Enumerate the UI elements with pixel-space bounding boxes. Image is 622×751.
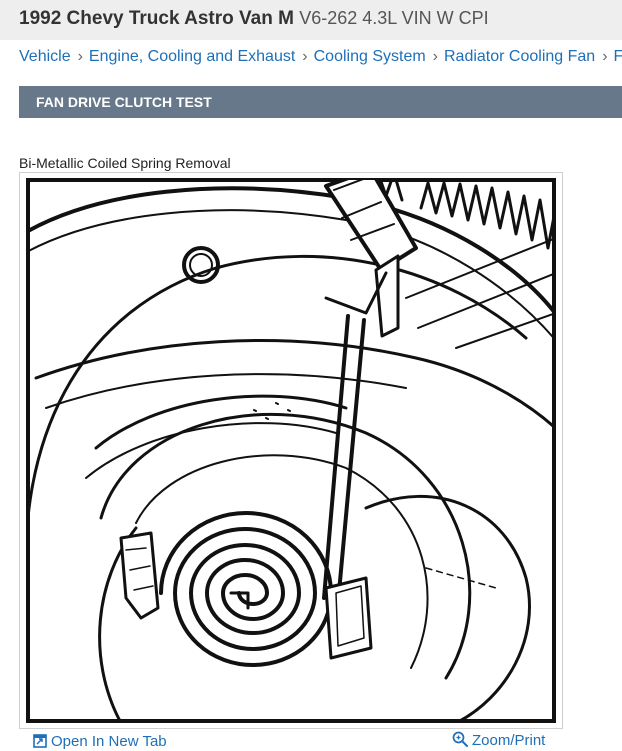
- magnifier-icon: [452, 731, 468, 747]
- open-new-tab-icon: [33, 734, 47, 748]
- figure-caption: Bi-Metallic Coiled Spring Removal: [19, 155, 231, 171]
- breadcrumb-cooling-system[interactable]: Cooling System: [313, 48, 426, 65]
- breadcrumb-separator: ›: [602, 48, 608, 65]
- spring-removal-illustration: [26, 178, 556, 723]
- page-title: 1992 Chevy Truck Astro Van M V6-262 4.3L…: [19, 8, 489, 30]
- breadcrumb-separator: ›: [302, 48, 308, 65]
- breadcrumb-separator: ›: [432, 48, 438, 65]
- engine-subtitle: V6-262 4.3L VIN W CPI: [299, 8, 489, 28]
- open-in-new-tab-link[interactable]: Open In New Tab: [33, 733, 167, 750]
- zoom-print-link[interactable]: Zoom/Print: [452, 731, 545, 749]
- breadcrumb-engine-cooling-exhaust[interactable]: Engine, Cooling and Exhaust: [88, 48, 296, 65]
- zoom-print-label: Zoom/Print: [472, 732, 546, 749]
- open-in-new-tab-label: Open In New Tab: [51, 733, 167, 750]
- section-title: FAN DRIVE CLUTCH TEST: [36, 94, 212, 110]
- diagram-figure[interactable]: [19, 172, 563, 729]
- section-header: FAN DRIVE CLUTCH TEST: [19, 86, 622, 118]
- vehicle-title: 1992 Chevy Truck Astro Van M: [19, 8, 294, 29]
- breadcrumb-radiator-cooling-fan[interactable]: Radiator Cooling Fan: [444, 48, 596, 65]
- breadcrumb-separator: ›: [77, 48, 83, 65]
- breadcrumb-vehicle[interactable]: Vehicle: [19, 48, 71, 65]
- header-bar: [0, 0, 622, 40]
- breadcrumb-truncated[interactable]: F: [613, 48, 622, 65]
- breadcrumb: Vehicle › Engine, Cooling and Exhaust › Cool…: [19, 48, 622, 66]
